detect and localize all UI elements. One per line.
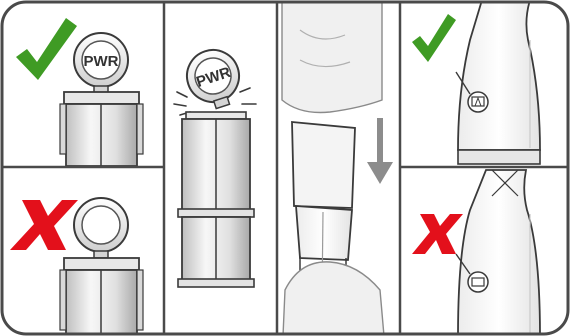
cartridge-full: [177, 111, 255, 288]
pwr-cap-tilted: PWR: [186, 49, 240, 110]
check-mark-icon: [16, 18, 77, 80]
brush-body-bottom: [457, 169, 541, 334]
panel-brush-window-correct: [412, 2, 541, 165]
panel-cap-pops-off-cartridge: PWR: [173, 49, 257, 288]
pwr-cap-aligned: PWR: [73, 32, 129, 94]
window-indicator-incorrect: [455, 253, 489, 293]
check-mark-icon: [412, 14, 456, 62]
x-mark-icon: [412, 214, 463, 254]
cartridge-top-misaligned: [59, 257, 144, 334]
panel-cap-aligned: PWR: [16, 18, 144, 167]
hand-outline: [281, 2, 383, 114]
down-arrow-icon: [367, 118, 393, 184]
brush-handle-insert: [291, 121, 356, 301]
cap-label-top: PWR: [84, 53, 119, 70]
blank-cap-misaligned: [73, 197, 129, 259]
brush-body-top: [457, 2, 541, 165]
panel-cap-misaligned: [10, 197, 144, 334]
x-mark-icon: [10, 200, 78, 250]
panel-brush-window-incorrect: [412, 169, 541, 334]
window-indicator-correct: [455, 71, 489, 113]
cartridge-top-aligned: [59, 91, 144, 167]
lower-hand: [282, 261, 385, 334]
panel-push-down-motion: [281, 2, 393, 334]
